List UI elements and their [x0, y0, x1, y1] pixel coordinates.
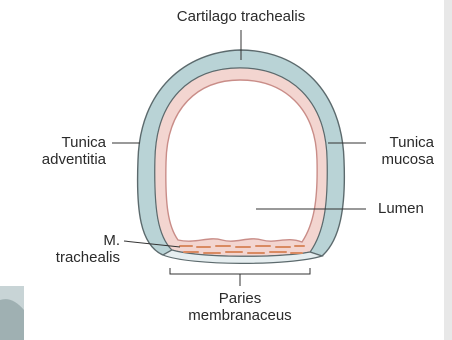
label-m-trachealis: M. trachealis	[20, 232, 120, 266]
page-edge	[444, 0, 452, 340]
bracket-paries	[170, 268, 310, 274]
label-paries-line2: membranaceus	[170, 307, 310, 324]
label-tunica-mucosa: Tunica mucosa	[368, 134, 434, 168]
label-tunica-adventitia-line2: adventitia	[10, 151, 106, 168]
label-tunica-mucosa-line1: Tunica	[368, 134, 434, 151]
label-m-trachealis-line2: trachealis	[20, 249, 120, 266]
label-lumen: Lumen	[378, 200, 424, 217]
label-tunica-adventitia: Tunica adventitia	[10, 134, 106, 168]
label-tunica-adventitia-line1: Tunica	[10, 134, 106, 151]
label-tunica-mucosa-line2: mucosa	[368, 151, 434, 168]
label-paries-line1: Paries	[170, 290, 310, 307]
label-paries-membranaceus: Paries membranaceus	[170, 290, 310, 324]
label-m-trachealis-line1: M.	[20, 232, 120, 249]
lumen	[166, 80, 317, 242]
label-cartilago-trachealis: Cartilago trachealis	[160, 8, 322, 25]
